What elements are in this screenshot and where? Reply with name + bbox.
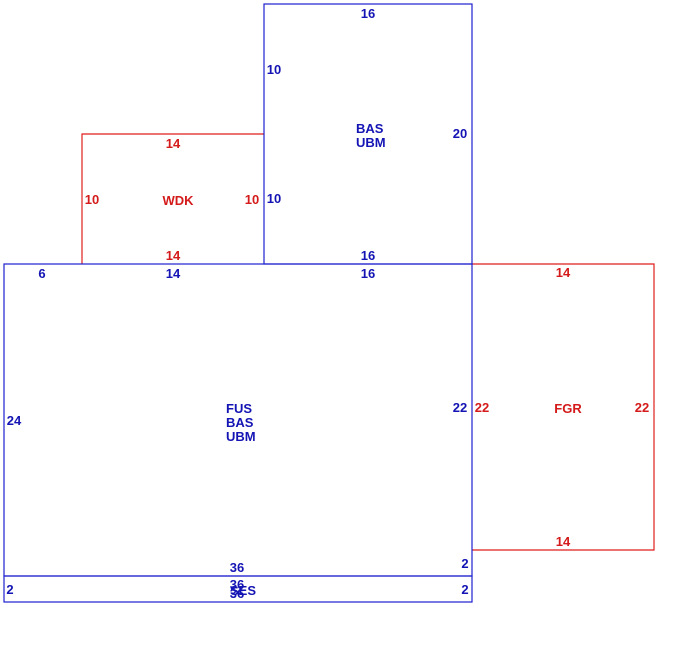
bas-top-dim-left-lower: 10 xyxy=(267,191,281,206)
fus-code-1: FUS xyxy=(226,401,252,416)
fus-dim-right: 22 xyxy=(453,400,467,415)
strip-dim-right: 2 xyxy=(461,582,468,597)
wdk-dim-top: 14 xyxy=(166,136,181,151)
fus-dim-top-mid: 14 xyxy=(166,266,181,281)
fus-dim-bottom-right: 2 xyxy=(461,556,468,571)
fus-code-3: UBM xyxy=(226,429,256,444)
wdk-dim-left: 10 xyxy=(85,192,99,207)
fgr-dim-top: 14 xyxy=(556,265,571,280)
fus-code-2: BAS xyxy=(226,415,254,430)
fus-dim-top-right: 16 xyxy=(361,266,375,281)
fgr-dim-bottom: 14 xyxy=(556,534,571,549)
bas-top-dim-right: 20 xyxy=(453,126,467,141)
fus-dim-left: 24 xyxy=(7,413,22,428)
strip-code-2: 36 xyxy=(230,586,244,601)
fgr-dim-right: 22 xyxy=(635,400,649,415)
strip-outline xyxy=(3,575,473,603)
fgr-code: FGR xyxy=(554,401,582,416)
wdk-dim-bottom: 14 xyxy=(166,248,181,263)
wdk-code: WDK xyxy=(162,193,194,208)
strip-dim-left: 2 xyxy=(6,582,13,597)
bas-top-dim-bottom: 16 xyxy=(361,248,375,263)
bas-top-dim-top: 16 xyxy=(361,6,375,21)
fus-dim-top-left: 6 xyxy=(38,266,45,281)
fgr-dim-left: 22 xyxy=(475,400,489,415)
fus-dim-bottom: 36 xyxy=(230,560,244,575)
bas-top-code-2: UBM xyxy=(356,135,386,150)
wdk-outline xyxy=(81,133,264,264)
strip-code-1: 36 xyxy=(230,577,244,592)
wdk-dim-right: 10 xyxy=(245,192,259,207)
fgr-outline xyxy=(472,263,655,551)
bas-top-dim-left: 10 xyxy=(267,62,281,77)
bas-top-code-1: BAS xyxy=(356,121,384,136)
strip-code-3: SES xyxy=(230,583,256,598)
